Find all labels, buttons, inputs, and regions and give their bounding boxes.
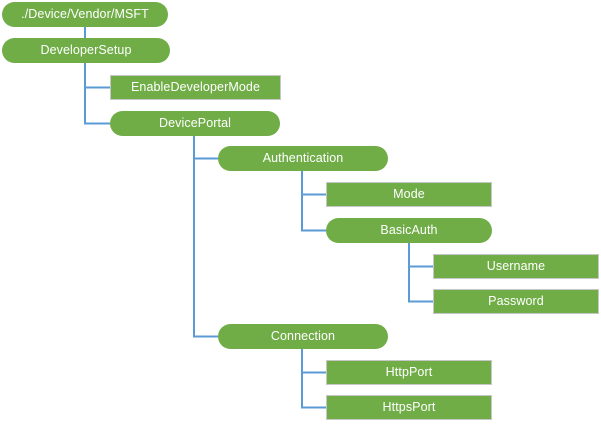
connector-basicauth-to-password [408,243,433,303]
tree-node-basicauth[interactable]: BasicAuth [326,218,492,243]
tree-node-enabledevelopermode[interactable]: EnableDeveloperMode [110,75,281,100]
tree-node-mode[interactable]: Mode [326,182,492,207]
tree-node-password[interactable]: Password [433,289,599,314]
tree-node-label: BasicAuth [380,223,438,238]
tree-node-developersetup[interactable]: DeveloperSetup [2,38,170,63]
tree-node-label: ./Device/Vendor/MSFT [21,7,149,22]
tree-node-authentication[interactable]: Authentication [218,146,388,171]
connector-connection-to-httpport [301,349,326,374]
tree-node-label: EnableDeveloperMode [130,80,261,95]
tree-node-label: Mode [393,187,425,202]
tree-node-connection[interactable]: Connection [218,324,388,349]
tree-node-root[interactable]: ./Device/Vendor/MSFT [2,2,168,27]
tree-node-label: DevicePortal [158,116,232,131]
tree-node-label: HttpPort [385,365,433,380]
tree-node-label: Username [486,259,546,274]
tree-node-label: Password [488,294,544,309]
connector-deviceportal-to-authentication [193,136,218,160]
connector-authentication-to-mode [301,171,326,196]
connector-developersetup-to-deviceportal [84,63,110,125]
connector-developersetup-to-enabledevelopermode [84,63,110,89]
tree-node-label: Connection [270,329,336,344]
tree-node-label: HttpsPort [382,400,436,415]
connector-basicauth-to-username [408,243,433,268]
tree-node-httpport[interactable]: HttpPort [326,360,492,385]
tree-node-deviceportal[interactable]: DevicePortal [110,111,280,136]
connector-connection-to-httpsport [301,349,326,409]
tree-node-httpsport[interactable]: HttpsPort [326,395,492,420]
connector-authentication-to-basicauth [301,171,326,232]
connector-deviceportal-to-connection [193,136,218,338]
tree-node-username[interactable]: Username [433,254,599,279]
tree-node-label: Authentication [262,151,344,166]
tree-node-label: DeveloperSetup [40,43,132,58]
